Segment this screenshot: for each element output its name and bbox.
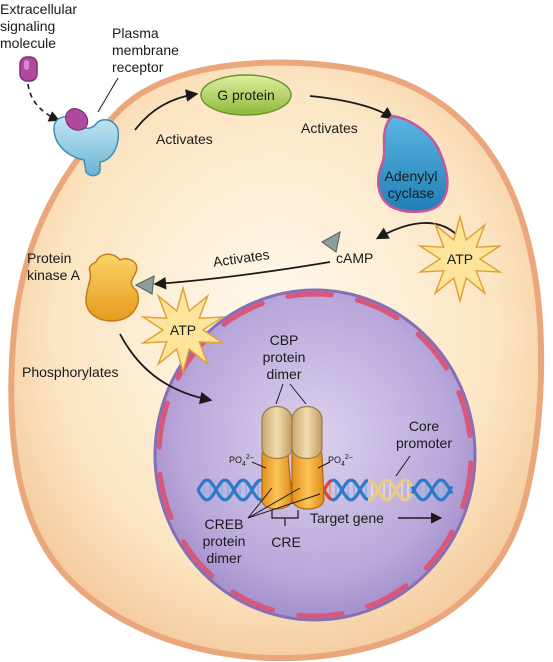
g-protein-icon [200, 74, 292, 116]
arrow-phosphorylates [119, 333, 213, 405]
atp-burst-icon-2 [140, 285, 226, 375]
nuclear-envelope-segment [156, 400, 170, 450]
cre-bracket [271, 510, 299, 526]
atp-burst-icon [417, 214, 503, 304]
label-phosphorylates: Phosphorylates [22, 364, 119, 380]
cbp-protein-dimer-icon [261, 406, 323, 460]
label-activates-receptor: Activates [156, 131, 213, 147]
cbp-leader-left [275, 383, 284, 405]
adenylyl-cyclase-icon [376, 114, 449, 213]
label-atp-left: ATP [169, 322, 197, 338]
creb-leader-3 [247, 493, 321, 519]
cbp-leader-right [289, 383, 307, 405]
label-plasma-membrane-receptor: Plasma membrane receptor [112, 25, 179, 75]
nuclear-envelope-segment [423, 529, 455, 571]
receptor-leader-line [97, 77, 119, 113]
core-promoter-leader [395, 455, 411, 477]
dna-strand [368, 478, 414, 502]
nuclear-envelope-segment [181, 539, 215, 579]
dna-strand [368, 478, 414, 502]
dna-strand [332, 478, 369, 502]
dna-strand [196, 478, 268, 502]
camp-molecule-icon [320, 230, 341, 254]
arrow-receptor-to-gprotein [134, 89, 199, 131]
arrow-atp-to-camp [375, 222, 461, 240]
nuclear-envelope-segment [296, 611, 345, 619]
label-cbp-protein-dimer: CBP protein dimer [262, 332, 306, 382]
po4-leader-left [251, 461, 267, 469]
protein-kinase-a-icon [85, 253, 140, 322]
nuclear-envelope-segment [456, 390, 473, 439]
label-target-gene: Target gene [310, 510, 384, 526]
nuclear-envelope-segment [365, 583, 409, 609]
arrow-camp-to-pka [153, 261, 331, 290]
binding-arrow [27, 83, 61, 122]
nuclear-envelope-segment [285, 291, 334, 299]
label-po4-right: PO42– [328, 454, 353, 468]
nuclear-envelope-segments [156, 291, 474, 619]
dna-strand [410, 478, 454, 502]
creb-leader-2 [247, 487, 301, 519]
nuclear-envelope-segment [157, 471, 174, 520]
nuclear-envelope-segment [230, 589, 276, 613]
creb-protein-dimer-icon [261, 443, 325, 510]
nuclear-envelope-segment [415, 331, 449, 371]
signaling-molecule-icon [19, 56, 38, 82]
label-cre: CRE [271, 534, 301, 550]
camp-bound-icon [134, 274, 155, 295]
arrow-gprotein-to-adenylyl [309, 95, 395, 120]
label-adenylyl-cyclase: Adenylyl cyclase [384, 168, 438, 201]
label-g-protein: G protein [217, 87, 275, 103]
nuclear-envelope-segment [460, 460, 474, 510]
plasma-membrane-receptor-icon [53, 108, 120, 177]
label-atp-right: ATP [446, 251, 474, 267]
label-po4-left: PO42– [229, 454, 254, 468]
label-camp: cAMP [336, 250, 374, 266]
label-extracellular-signaling-molecule: Extracellular signaling molecule [0, 1, 78, 51]
label-activates-gprotein: Activates [301, 120, 358, 136]
dna-strand [196, 478, 268, 502]
label-creb-protein-dimer: CREB protein dimer [202, 516, 246, 566]
creb-leader-1 [247, 487, 273, 519]
dna-strand [332, 478, 369, 502]
label-protein-kinase-a: Protein kinase A [27, 250, 80, 283]
label-core-promoter: Core promoter [395, 418, 453, 451]
nuclear-envelope-segment [221, 301, 265, 327]
nuclear-envelope-segment [354, 297, 400, 321]
po4-leader-right [317, 461, 331, 469]
